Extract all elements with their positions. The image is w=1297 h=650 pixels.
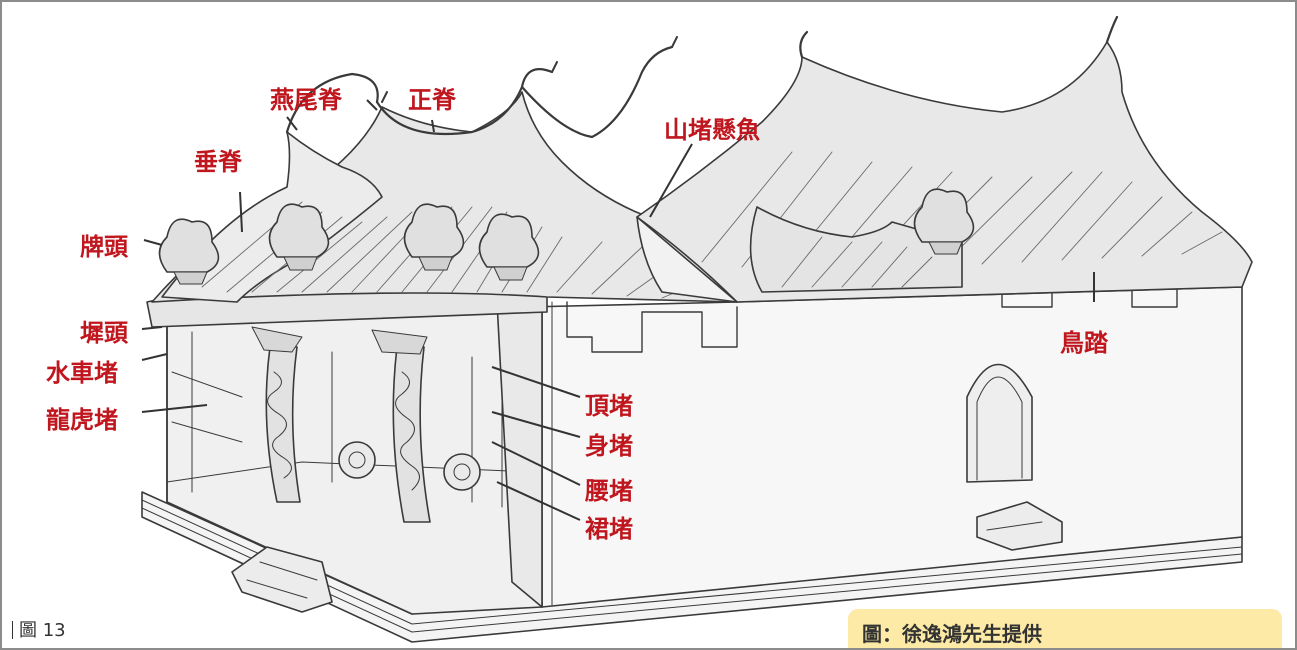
left-column bbox=[265, 346, 301, 503]
label-waist-panel: 腰堵 bbox=[585, 477, 633, 505]
gable-panel bbox=[636, 216, 738, 303]
paitou-ornament-1 bbox=[158, 218, 220, 273]
label-dragon-tiger-panel: 龍虎堵 bbox=[46, 406, 118, 434]
label-bird-perch: 鳥踏 bbox=[1060, 329, 1108, 357]
front-steps bbox=[231, 546, 333, 613]
swallowtail-ridge-left bbox=[285, 72, 379, 134]
label-gable-fish: 山堵懸魚 bbox=[664, 116, 760, 144]
label-paitou: 牌頭 bbox=[80, 233, 128, 261]
label-swallowtail-ridge: 燕尾脊 bbox=[270, 86, 342, 114]
paitou-ornament-4 bbox=[478, 213, 540, 268]
paitou-ornament-3 bbox=[403, 203, 465, 258]
credit-text: 圖：徐逸鴻先生提供 bbox=[862, 622, 1042, 646]
label-top-panel: 頂堵 bbox=[585, 392, 633, 420]
label-skirt-panel: 裙堵 bbox=[585, 515, 633, 543]
inner-roof bbox=[749, 206, 963, 293]
right-column bbox=[392, 346, 431, 523]
main-ridge bbox=[375, 68, 554, 136]
label-xitou: 墀頭 bbox=[80, 319, 128, 347]
label-hip-ridge: 垂脊 bbox=[194, 148, 242, 176]
label-water-cart-panel: 水車堵 bbox=[46, 359, 118, 387]
caption-divider bbox=[12, 621, 13, 639]
paitou-ornament-5 bbox=[913, 188, 975, 243]
figure-caption: 圖 13 bbox=[12, 616, 66, 642]
paitou-ornament-2 bbox=[268, 203, 330, 258]
side-door bbox=[966, 363, 1033, 483]
credit-box: 圖：徐逸鴻先生提供 bbox=[848, 609, 1282, 648]
label-main-ridge: 正脊 bbox=[408, 86, 456, 114]
side-steps bbox=[976, 501, 1063, 551]
label-body-panel: 身堵 bbox=[585, 432, 633, 460]
leader-lines bbox=[141, 99, 1095, 521]
left-meander-band bbox=[566, 301, 738, 353]
figure-number: 圖 13 bbox=[19, 620, 66, 641]
swallowtail-ridge-center bbox=[520, 45, 674, 139]
